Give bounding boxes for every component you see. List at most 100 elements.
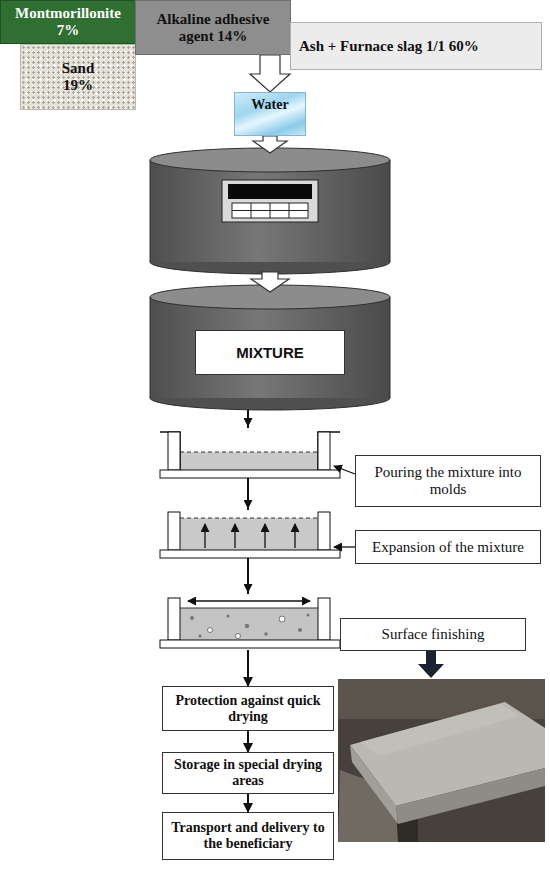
cylinder-body [150, 160, 390, 262]
flow-arrow [247, 478, 249, 508]
slab-end-face [350, 745, 398, 824]
flow-connector [247, 731, 249, 752]
mold-wall [168, 432, 180, 470]
step-label: Surface finishing [340, 618, 526, 651]
slab-side-face [396, 768, 545, 824]
node-text: Water [251, 97, 288, 113]
mold-base [160, 550, 340, 558]
block-arrow [418, 651, 444, 678]
spreading-arrow [188, 600, 310, 601]
pore [208, 628, 213, 633]
mold-finishing [158, 594, 342, 650]
cylinder-body [150, 297, 390, 398]
pore [264, 632, 268, 636]
node-text-group: Transport and delivery to the beneficiar… [169, 820, 327, 852]
pore [199, 635, 202, 638]
node-text: Alkaline adhesive agent 14% [142, 11, 284, 45]
mixture-cylinder [150, 285, 390, 410]
node-text-group: Protection against quick drying [169, 693, 327, 725]
expansion-arrow [294, 524, 295, 548]
panel-key-line [232, 210, 308, 211]
hollow-arrow [253, 136, 287, 153]
node-text-group: Sand 19% [54, 60, 102, 94]
step-label: Expansion of the mixture [355, 530, 541, 564]
expansion-arrow [204, 524, 205, 548]
mold-base [160, 470, 340, 478]
node-text-group: Montmorillonite 7% [11, 5, 125, 39]
node-text: MIXTURE [236, 344, 304, 361]
pore [298, 628, 302, 632]
hollow-arrow [250, 55, 290, 92]
material-box: Alkaline adhesive agent 14% [135, 0, 291, 55]
control-panel [222, 180, 318, 222]
mold-wall [168, 598, 180, 640]
fill-level [180, 518, 318, 519]
node-text: Protection against quick drying [169, 693, 327, 725]
mold-wall [318, 598, 330, 640]
flow-arrow [247, 558, 249, 592]
mold-expansion [158, 510, 342, 560]
node-text: Pouring the mixture into molds [362, 464, 534, 498]
mold-walls [160, 432, 340, 470]
flow-connector [247, 794, 249, 812]
fill-level [180, 452, 318, 453]
mold-base [160, 640, 340, 648]
node-text: Montmorillonite 7% [11, 5, 125, 39]
cylinder-edge [150, 160, 151, 262]
mixture-fill [180, 452, 318, 470]
cylinder-edge [390, 160, 391, 262]
mold-backdrop [158, 510, 342, 560]
mold-backdrop [158, 428, 342, 480]
node-text: Sand 19% [54, 60, 102, 94]
cylinder-body [150, 160, 390, 262]
cylinder-edge [150, 297, 151, 398]
process-box: Transport and delivery to the beneficiar… [162, 812, 334, 860]
node-text-group: Surface finishing [382, 626, 485, 643]
leader-arrow [334, 466, 355, 474]
node-text-group: Expansion of the mixture [372, 539, 524, 556]
expansion-arrow [234, 524, 235, 548]
pore [279, 616, 285, 622]
slab-highlight [360, 704, 520, 756]
node-text-group: Alkaline adhesive agent 14% [142, 11, 284, 45]
pore [307, 614, 310, 617]
material-box: Ash + Furnace slag 1/1 60% [290, 22, 542, 70]
process-box: Storage in special drying areas [162, 752, 334, 794]
expansion-arrow [264, 524, 265, 548]
process-box: Protection against quick drying [162, 686, 334, 731]
mixture-fill [180, 518, 318, 550]
hollow-arrow [251, 272, 289, 292]
node-text: Ash + Furnace slag 1/1 60% [299, 38, 479, 55]
slab-photo [338, 679, 545, 842]
pore [245, 624, 249, 628]
mold-pouring [158, 428, 342, 480]
mixture-fill [180, 608, 318, 640]
fill-level [180, 608, 318, 609]
node-text-group: Storage in special drying areas [169, 757, 327, 789]
mold-wall [318, 512, 330, 550]
mixer-cylinder [150, 148, 390, 274]
flow-arrow [247, 410, 249, 426]
pore [236, 634, 241, 639]
mold-wall [168, 512, 180, 550]
node-text: Storage in special drying areas [169, 757, 327, 789]
pore [190, 616, 194, 620]
water-box: Water [234, 92, 306, 136]
panel-screen [228, 184, 312, 199]
mold-backdrop [158, 594, 342, 650]
material-box: Sand 19% [20, 44, 136, 110]
mixture-box: MIXTURE [195, 330, 345, 375]
node-text: Transport and delivery to the beneficiar… [169, 820, 327, 852]
panel-keys [232, 203, 308, 218]
leader-arrow [334, 546, 355, 547]
node-text-group: Water [251, 97, 288, 113]
node-text-group: Ash + Furnace slag 1/1 60% [299, 38, 479, 55]
mold-wall [318, 432, 330, 470]
step-label: Pouring the mixture into molds [355, 455, 541, 507]
pore [226, 614, 229, 617]
node-text-group: Pouring the mixture into molds [362, 464, 534, 498]
node-text: Surface finishing [382, 626, 485, 643]
photo-background [338, 679, 545, 842]
